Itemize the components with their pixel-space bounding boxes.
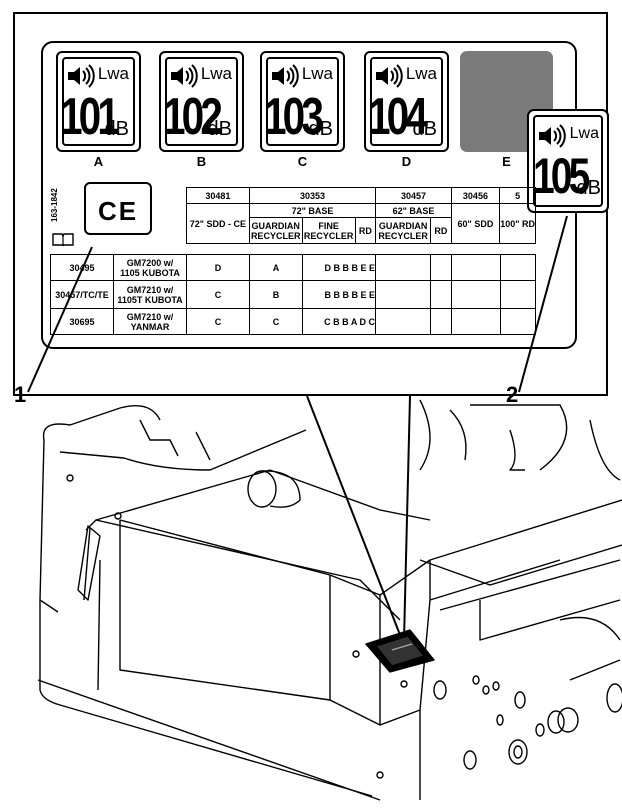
table-cell: C B B A D C	[302, 308, 376, 335]
db-unit: dB	[104, 118, 129, 140]
badge-letter-a: A	[93, 154, 104, 169]
header-cell: 72" SDD - CE	[186, 203, 250, 244]
manual-book-icon	[52, 233, 74, 246]
db-unit: dB	[412, 118, 437, 140]
db-unit: dB	[308, 118, 333, 140]
badge-value: 103	[264, 88, 324, 146]
badge-value: 102	[163, 88, 223, 146]
table-cell: 30695	[50, 308, 114, 335]
table-row: 30695 GM7210 w/ YANMAR C C C B B A D C	[50, 308, 536, 335]
lwa-label: Lwa	[200, 64, 232, 83]
noise-badge-d: Lwa 104 dB	[364, 51, 449, 152]
table-cell: GM7210 w/ YANMAR	[113, 308, 187, 335]
header-cell: 60" SDD	[450, 203, 501, 244]
header-cell: GUARDIAN RECYCLER	[248, 217, 303, 244]
table-cell: C	[186, 308, 250, 335]
callout-number-2: 2	[506, 382, 519, 407]
noise-badge-callout: Lwa 105 dB	[527, 109, 609, 213]
table-cell: C	[249, 308, 303, 335]
badge-letter-d: D	[401, 154, 412, 169]
callout-number-1: 1	[14, 382, 27, 407]
header-cell: 100" RD	[499, 203, 536, 244]
table-cell: GM7200 w/ 1105 KUBOTA	[113, 254, 187, 281]
table-cell: B B B B E E	[302, 280, 376, 309]
lwa-label: Lwa	[97, 64, 129, 83]
noise-badge-c: Lwa 103 dB	[260, 51, 345, 152]
header-cell: GUARDIAN RECYCLER	[375, 217, 432, 244]
ce-mark: CE	[97, 196, 139, 226]
speaker-icon	[68, 64, 95, 88]
header-cell: RD	[430, 217, 452, 244]
lwa-label: Lwa	[301, 64, 333, 83]
badge-value: 101	[60, 88, 120, 146]
noise-badge-a: Lwa 101 dB	[56, 51, 141, 152]
speaker-icon	[539, 124, 566, 148]
table-cell: GM7210 w/ 1105T KUBOTA	[113, 280, 187, 309]
lwa-label: Lwa	[405, 64, 437, 83]
lwa-label: Lwa	[569, 125, 599, 142]
speaker-icon	[272, 64, 299, 88]
badge-letter-c: C	[297, 154, 308, 169]
badge-letter-b: B	[196, 154, 207, 169]
badge-letter-e: E	[502, 154, 511, 169]
noise-badge-b: Lwa 102 dB	[159, 51, 244, 152]
compatibility-table-header: 30481 30353 30457 30456 5 72" SDD - CE 7…	[186, 187, 536, 244]
badge-value: 105	[533, 148, 590, 204]
badge-value: 104	[368, 88, 428, 146]
compatibility-table-body: 30495 GM7200 w/ 1105 KUBOTA D A D B B B …	[50, 254, 536, 335]
speaker-icon	[171, 64, 198, 88]
header-cell: FINE RECYCLER	[301, 217, 356, 244]
ce-mark-box: CE	[84, 182, 152, 235]
db-unit: dB	[576, 177, 601, 199]
speaker-icon	[376, 64, 403, 88]
db-unit: dB	[207, 118, 232, 140]
table-cell: 30457/TC/TE	[50, 280, 114, 309]
